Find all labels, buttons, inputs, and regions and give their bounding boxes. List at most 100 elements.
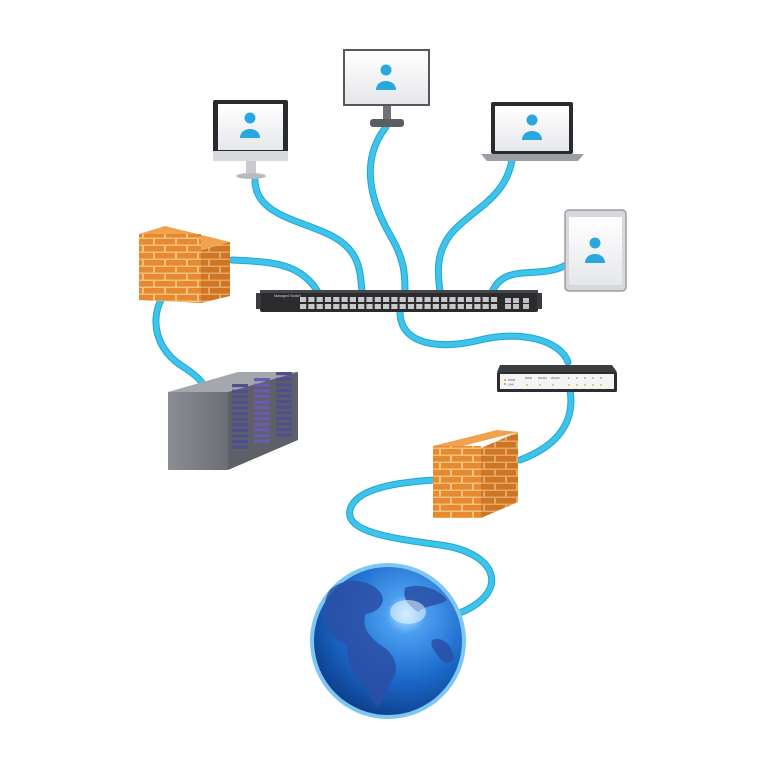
switch-port: [391, 297, 398, 302]
server-drive-slot: [232, 434, 248, 438]
router-label-wlan-2: WLAN: [551, 376, 560, 380]
switch-port: [416, 297, 423, 302]
server-drive-slot: [276, 388, 292, 392]
switch-port: [308, 304, 315, 309]
monitor-display: [343, 49, 430, 127]
switch-port: [407, 297, 415, 302]
switch-port: [333, 297, 340, 302]
router-port-2: 2: [576, 376, 578, 380]
switch-port: [358, 304, 365, 309]
server-drive-slot: [276, 428, 292, 432]
switch-port: [432, 304, 439, 309]
server-drive-slot: [232, 389, 248, 393]
router-status-pwr: PWR: [508, 378, 516, 382]
switch-port: [349, 297, 356, 302]
server-slots: [232, 372, 292, 449]
switch-port: [341, 297, 348, 302]
tablet-device: [564, 209, 627, 292]
router-port-4: 4: [592, 376, 594, 380]
server-drive-slot: [254, 394, 270, 398]
cable-laptop-to-switch: [434, 156, 516, 296]
router-status-lan: LAN: [508, 383, 514, 387]
server-drive-slot: [254, 406, 270, 410]
server-drive-slot: [276, 416, 292, 420]
switch-port: [474, 297, 481, 302]
router-port-5: 5: [600, 376, 602, 380]
switch-port: [341, 304, 348, 309]
switch-brand-label: Managed Switch: [274, 294, 301, 298]
globe-internet-icon: [310, 563, 466, 719]
switch-port: [449, 304, 456, 309]
switch-port: [333, 304, 340, 309]
switch-ports: [300, 297, 498, 309]
server-drive-slot: [254, 383, 270, 387]
server-drive-slot: [232, 395, 248, 399]
switch-port: [457, 297, 464, 302]
server-rack: [168, 372, 298, 470]
network-switch: Managed Switch: [256, 290, 542, 312]
server-drive-slot: [232, 400, 248, 404]
server-drive-slot: [254, 411, 270, 415]
router-port-3: 3: [584, 376, 586, 380]
router-label-wan: WAN: [525, 376, 532, 380]
server-drive-slot: [232, 445, 248, 449]
switch-port: [449, 297, 456, 302]
switch-port: [482, 297, 489, 302]
switch-port: [416, 304, 423, 309]
router-port-1: 1: [568, 376, 570, 380]
switch-port: [316, 297, 323, 302]
server-drive-slot: [232, 412, 248, 416]
switch-port: [399, 304, 406, 309]
switch-port: [466, 304, 473, 309]
switch-port: [466, 297, 473, 302]
server-drive-slot: [276, 394, 292, 398]
switch-port: [324, 297, 332, 302]
sfp-ports: [505, 298, 529, 309]
switch-port: [424, 304, 431, 309]
server-drive-slot: [232, 428, 248, 432]
server-drive-slot: [254, 389, 270, 393]
server-drive-slot: [232, 440, 248, 444]
switch-port: [383, 297, 390, 302]
server-drive-slot: [276, 372, 292, 376]
switch-port: [383, 304, 390, 309]
user-icon: [522, 114, 542, 140]
switch-port: [308, 297, 315, 302]
server-drive-slot: [254, 417, 270, 421]
switch-port: [457, 304, 464, 309]
server-drive-slot: [232, 406, 248, 410]
switch-port: [300, 297, 307, 302]
switch-port: [391, 304, 398, 309]
switch-port: [316, 304, 323, 309]
switch-port: [374, 297, 381, 302]
user-icon: [376, 64, 396, 90]
server-drive-slot: [276, 411, 292, 415]
server-drive-slot: [254, 400, 270, 404]
switch-port: [482, 304, 489, 309]
switch-port: [300, 304, 307, 309]
server-drive-slot: [232, 423, 248, 427]
server-drive-slot: [254, 439, 270, 443]
switch-port: [374, 304, 381, 309]
server-drive-slot: [276, 400, 292, 404]
switch-port: [474, 304, 481, 309]
server-drive-slot: [276, 377, 292, 381]
server-drive-slot: [276, 433, 292, 437]
router-device: PWR LAN WAN WLAN WLAN 1 2 3 4 5: [497, 365, 617, 392]
switch-port: [441, 304, 448, 309]
router-label-wlan-1: WLAN: [538, 376, 547, 380]
switch-port: [490, 297, 498, 302]
switch-port: [366, 297, 373, 302]
switch-port: [424, 297, 431, 302]
switch-port: [490, 304, 498, 309]
server-drive-slot: [276, 405, 292, 409]
user-icon: [585, 237, 605, 263]
server-drive-slot: [232, 417, 248, 421]
server-drive-slot: [254, 428, 270, 432]
switch-port: [432, 297, 439, 302]
cables: [152, 123, 575, 616]
server-drive-slot: [254, 422, 270, 426]
switch-port: [399, 297, 406, 302]
desktop-computer: [213, 100, 288, 179]
